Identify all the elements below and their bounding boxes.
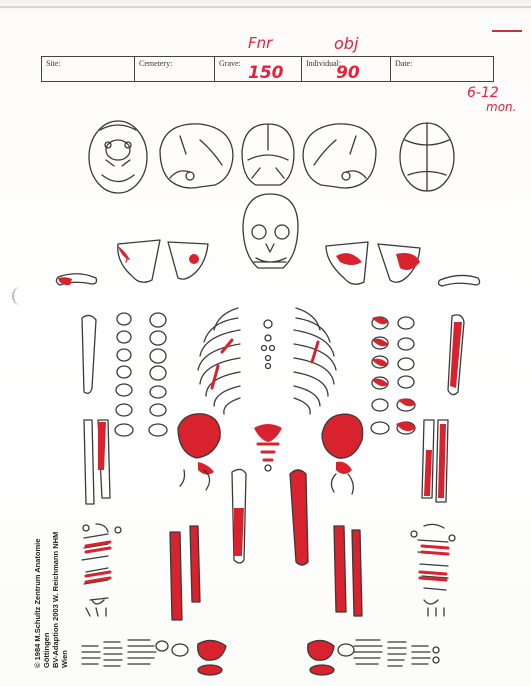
fibula-right xyxy=(352,530,362,616)
ilium-left xyxy=(178,414,220,475)
clavicle-left xyxy=(56,274,96,285)
clavicle-right xyxy=(438,275,479,286)
foot-left xyxy=(82,524,121,616)
femur-right xyxy=(290,470,308,565)
copyright-credit: © 1984 M.Schultz Zentrum Anatomie Göttin… xyxy=(33,516,69,668)
phalanges-bottom-right xyxy=(308,640,439,675)
hand-bones-left xyxy=(115,313,167,436)
ribs-right xyxy=(294,308,336,414)
femur-left xyxy=(232,469,246,563)
sacrum-and-lumbar xyxy=(254,424,282,471)
skull-inferior-view xyxy=(89,121,147,193)
scapula-right xyxy=(326,242,420,284)
skull-right-lateral-view xyxy=(303,124,376,188)
credit-line-1: © 1984 M.Schultz Zentrum Anatomie Göttin… xyxy=(33,516,51,668)
skull-superior-view xyxy=(400,123,454,191)
tibia-right xyxy=(334,526,346,612)
skull-posterior-view xyxy=(242,124,294,185)
credit-line-2: BV-Adaption 2003 W. Reichmann NHM Wien xyxy=(51,516,69,668)
tibia-left xyxy=(170,532,182,620)
humerus-left xyxy=(82,315,96,393)
ribs-left xyxy=(198,308,240,414)
skull-anterior-view xyxy=(243,194,298,268)
phalanges-bottom-left xyxy=(82,640,226,675)
hand-bones-right xyxy=(371,317,416,434)
ilium-right xyxy=(322,414,363,474)
scapula-left xyxy=(118,240,208,282)
foot-right xyxy=(411,524,455,616)
fibula-left xyxy=(190,526,200,602)
humerus-right xyxy=(448,315,464,395)
vertebrae-stack xyxy=(262,320,275,369)
skull-left-lateral-view xyxy=(160,124,233,188)
forearm-left xyxy=(84,420,110,504)
forearm-right xyxy=(422,420,448,502)
